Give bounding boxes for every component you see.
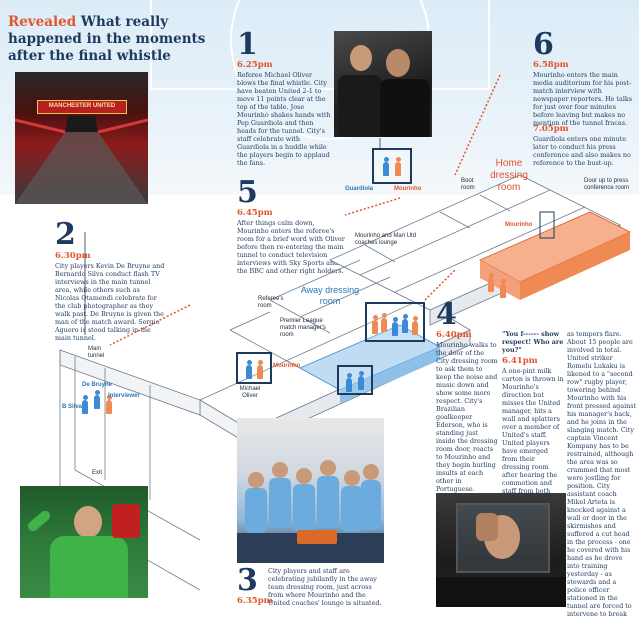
label-main-tunnel: Main tunnel bbox=[88, 346, 105, 359]
tunnel-sign-text: MANCHESTER UNITED bbox=[48, 103, 116, 109]
step-2-time: 6.30pm bbox=[55, 251, 91, 261]
label-de-bruyne: De Bruyne bbox=[82, 382, 113, 388]
label-mourinho: Mourinho bbox=[394, 186, 422, 192]
ederson-shirt bbox=[50, 536, 128, 598]
debruyne-figure bbox=[94, 390, 100, 409]
guardiola-head bbox=[350, 45, 372, 71]
arteta-hand bbox=[476, 513, 498, 541]
melee-figure-1 bbox=[372, 315, 378, 334]
step-6-text2: Guardiola enters one minute later to con… bbox=[533, 135, 631, 167]
label-b-silva: B Silva bbox=[62, 404, 83, 410]
step-6-text: Mourinho enters the main media auditoriu… bbox=[533, 71, 633, 127]
melee-figure-2 bbox=[381, 313, 387, 332]
handshake-photo bbox=[334, 31, 432, 137]
step-2-number: 2 bbox=[55, 217, 76, 252]
callout-away-room bbox=[337, 365, 373, 395]
tunnel-perspective bbox=[15, 116, 148, 204]
pitch-box bbox=[150, 0, 490, 90]
label-referees-room: Referee's room bbox=[258, 296, 284, 309]
label-boot-room: Boot room bbox=[461, 178, 475, 191]
callout-guardiola-mourinho bbox=[372, 148, 412, 184]
ederson-arm bbox=[25, 508, 53, 534]
home-dressing-room-side bbox=[480, 260, 520, 300]
step-1-text: Referee Michael Oliver blows the final w… bbox=[237, 71, 331, 167]
arrow-4 bbox=[424, 269, 456, 301]
oliver-figure bbox=[246, 360, 252, 379]
ederson-head bbox=[74, 506, 102, 538]
ederson-photo bbox=[20, 486, 148, 598]
celebration-photo bbox=[237, 418, 384, 563]
press-door bbox=[539, 211, 555, 239]
step-6-time2: 7.05pm bbox=[533, 124, 569, 134]
away-figure-1 bbox=[346, 373, 352, 392]
step-5-time: 6.45pm bbox=[237, 208, 273, 218]
guardiola-figure bbox=[383, 157, 389, 176]
callout-oliver bbox=[236, 352, 272, 384]
label-mourinho-3: Mourinho bbox=[505, 222, 533, 228]
headline-kicker: Revealed bbox=[8, 14, 77, 30]
step-3-text: City players and staff are celebrating j… bbox=[268, 567, 382, 607]
step-4-quote: "You f------ show respect! Who are you?" bbox=[502, 330, 564, 354]
arrow-5 bbox=[344, 197, 401, 216]
arrow-2 bbox=[109, 304, 191, 346]
united-flag bbox=[112, 504, 140, 538]
step-6-number: 6 bbox=[533, 27, 554, 62]
step-4-text3: as tempers flare. About 15 people are in… bbox=[567, 330, 637, 617]
mourinho-body bbox=[380, 79, 430, 137]
step-4-time: 6.40pm bbox=[436, 330, 472, 340]
mourinho-figure bbox=[395, 157, 401, 176]
step-3-time: 6.35pm bbox=[237, 596, 273, 606]
car-door bbox=[436, 577, 566, 607]
label-pl-manager-room: Premier League match manager's room bbox=[280, 318, 326, 338]
tunnel-sign bbox=[37, 100, 127, 114]
step-6-time: 6.58pm bbox=[533, 60, 569, 70]
step-4-text2: A one-pint milk carton is thrown in Mour… bbox=[502, 367, 564, 503]
home-dressing-room-wall bbox=[520, 232, 630, 300]
melee-figure-5 bbox=[412, 316, 418, 335]
mourinho-figure-2 bbox=[257, 360, 263, 379]
step-1-number: 1 bbox=[237, 27, 258, 62]
silva-figure bbox=[82, 395, 88, 414]
home-figure-2 bbox=[500, 279, 506, 298]
headline-title: What really happened in the moments afte… bbox=[8, 14, 206, 64]
label-away-room: Away dressing room bbox=[300, 285, 360, 306]
step-1-time: 6.25pm bbox=[237, 60, 273, 70]
label-guardiola: Guardiola bbox=[345, 186, 374, 192]
interviewer-figure bbox=[106, 395, 112, 414]
tunnel-photo: MANCHESTER UNITED bbox=[15, 72, 148, 204]
label-mourinho-2: Mourinho bbox=[273, 363, 301, 369]
melee-figure-4 bbox=[402, 314, 408, 333]
away-dressing-room-wall bbox=[340, 347, 440, 403]
label-coaches-lounge: Mourinho and Man Utd coaches lounge bbox=[355, 233, 417, 246]
guardiola-body bbox=[338, 75, 382, 137]
away-figure-2 bbox=[358, 371, 364, 390]
step-4-time2: 6.41pm bbox=[502, 356, 538, 366]
step-4-number: 4 bbox=[436, 297, 457, 332]
label-exit: Exit bbox=[92, 470, 103, 476]
step-5-text: After things calm down, Mourinho enters … bbox=[237, 219, 345, 275]
label-home-room: Home dressing room bbox=[490, 158, 528, 193]
home-figure-1 bbox=[488, 273, 494, 292]
headline: Revealed What really happened in the mom… bbox=[8, 14, 218, 65]
mourinho-head bbox=[386, 49, 410, 77]
label-michael-oliver: Michael Oliver bbox=[239, 386, 261, 399]
arteta-photo bbox=[436, 493, 566, 607]
step-5-number: 5 bbox=[237, 175, 258, 210]
step-3-number: 3 bbox=[237, 563, 258, 598]
melee-figure-3 bbox=[392, 317, 398, 336]
celebration-players bbox=[237, 460, 384, 563]
step-2-text: City players Kevin De Bruyne and Bernard… bbox=[55, 262, 165, 342]
label-interviewer: Interviewer bbox=[108, 393, 140, 399]
label-door-press: Door up to press conference room bbox=[584, 178, 630, 191]
